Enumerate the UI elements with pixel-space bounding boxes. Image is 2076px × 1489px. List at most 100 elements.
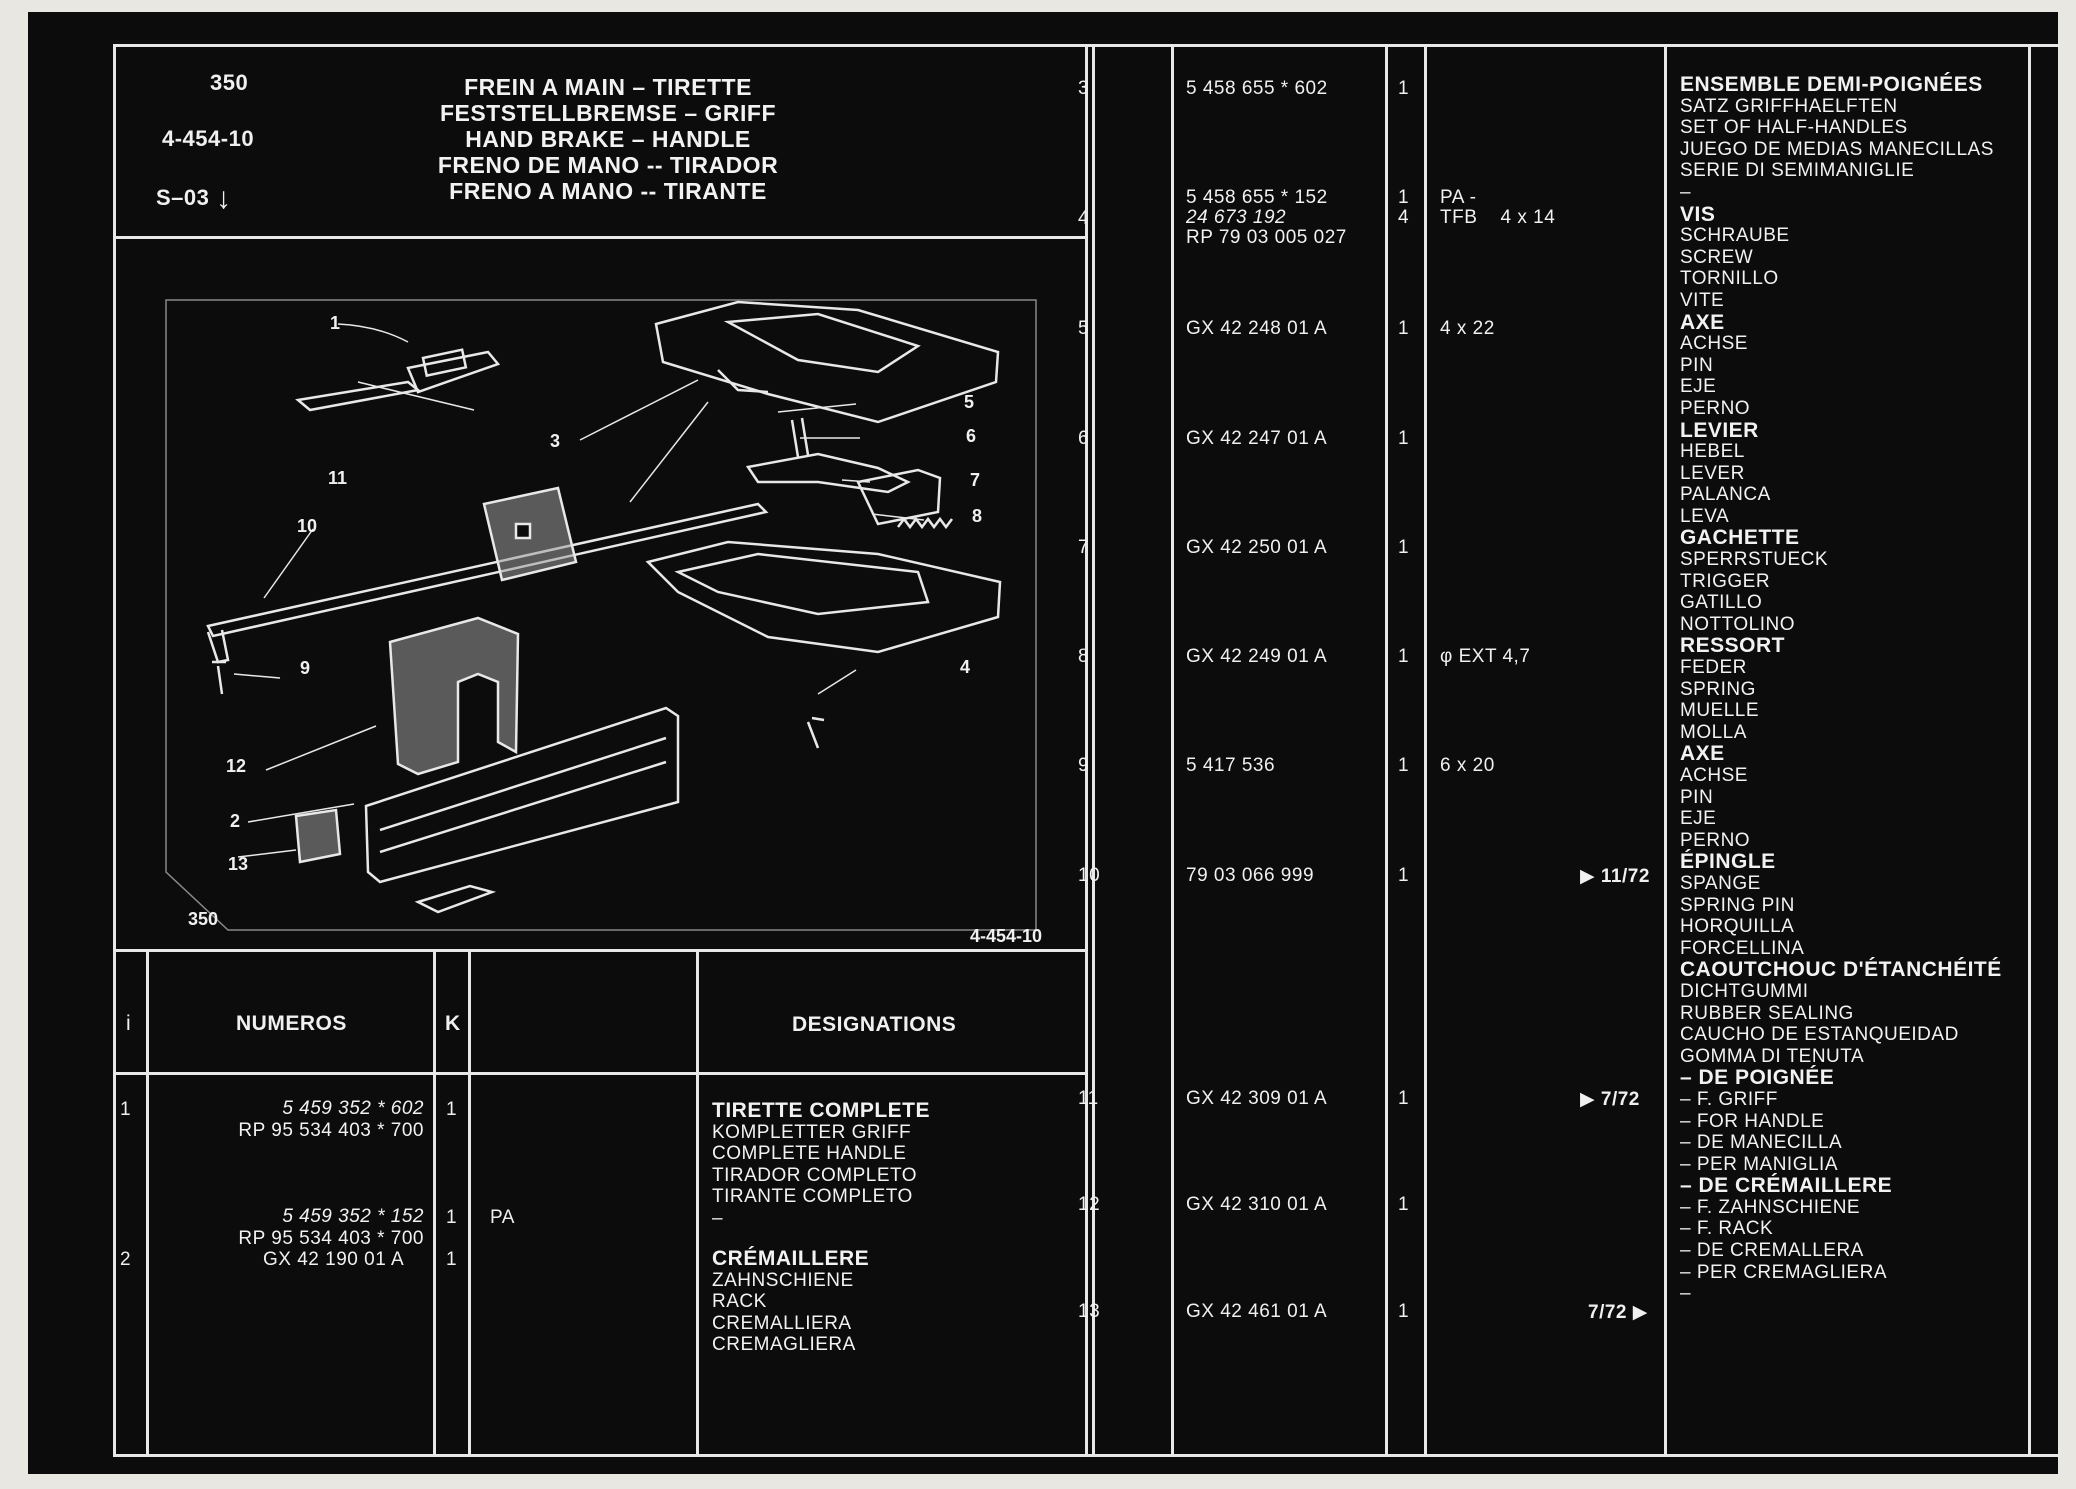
designation-line: CREMAGLIERA [712,1334,856,1355]
right-row-index: 10 [1078,865,1101,886]
designation-line: SET OF HALF-HANDLES [1680,117,1908,139]
center-sep-b [1092,44,1095,1457]
designation-line: NOTTOLINO [1680,613,1795,635]
left-row-2-number: GX 42 190 01 A [263,1249,405,1270]
designation-line: LEVA [1680,505,1730,527]
right-row-qty: 1 [1398,318,1410,339]
rcol-sep-1 [1171,44,1174,1457]
right-row-qty: 1 [1398,428,1410,449]
right-row-qty: 1 [1398,646,1410,667]
designation-line: SPERRSTUECK [1680,549,1829,571]
designation-line: GACHETTE [1680,526,1800,550]
title-en: HAND BRAKE – HANDLE [465,126,751,152]
title-es: FRENO DE MANO -- TIRADOR [437,152,779,178]
right-row-index: 4 [1078,208,1090,229]
right-row-number: 24 673 192 [1186,207,1287,228]
designation-line: LEVIER [1680,418,1759,442]
callout-2: 2 [230,811,240,831]
header-index: i [126,1012,132,1035]
designation-line: PIN [1680,786,1714,808]
divider-table-header [113,1072,1088,1075]
right-row-number: GX 42 309 01 A [1186,1088,1328,1109]
right-row-number: 5 458 655 * 602 [1186,78,1328,99]
title-de: FESTSTELLBREMSE – GRIFF [439,100,777,126]
designation-line: JUEGO DE MEDIAS MANECILLAS [1680,138,1994,160]
right-row-number: 5 458 655 * 152 [1186,187,1328,208]
right-row-4-numbers: 5 458 655 * 152 24 673 192 RP 79 03 005 … [1186,188,1347,248]
right-row-qty: 1 [1398,1194,1410,1215]
designation-line: – DE CREMALLERA [1680,1240,1864,1262]
col-sep-1 [146,949,149,1457]
figure-reference: 4-454-10 [162,126,255,151]
part-3-cover-bottom [645,540,1002,654]
left-row-1b-number-a: 5 459 352 * 152 [282,1206,424,1227]
designation-line: TIRANTE COMPLETO [712,1186,913,1207]
divider-table-top [113,949,1088,952]
frame-left [113,44,116,1457]
designation-line: PALANCA [1680,484,1771,506]
right-row-ref: ▶ 11/72 [1580,866,1650,887]
right-row-index: 3 [1078,78,1090,99]
left-row-1-number-b: RP 95 534 403 * 700 [238,1119,424,1141]
designation-line: PERNO [1680,397,1751,419]
designation-line: SPRING [1680,678,1756,700]
designation-line: MOLLA [1680,721,1747,743]
callout-1: 1 [330,313,340,333]
designation-line: DICHTGUMMI [1680,980,1809,1002]
designation-line: SCREW [1680,246,1754,268]
designation-line: – PER MANIGLIA [1680,1153,1838,1175]
part-3-cover-top [654,300,1000,424]
right-row-index: 9 [1078,755,1090,776]
right-row-qty: 1 [1398,187,1410,208]
left-row-1-index: 1 [120,1099,132,1120]
left-row-2-designations: CRÉMAILLERE ZAHNSCHIENE RACK CREMALLIERA… [712,1248,869,1356]
part-10-rod [206,502,769,638]
col-sep-4 [696,949,699,1457]
designation-line: – F. GRIFF [1680,1088,1778,1110]
designation-line: AXE [1680,310,1725,334]
designation-line: GOMMA DI TENUTA [1680,1045,1865,1067]
designation-line: SERIE DI SEMIMANIGLIE [1680,160,1915,182]
right-row-note: TFB 4 x 14 [1440,207,1556,228]
designation-line: TIRETTE COMPLETE [712,1099,930,1122]
designation-line: FORCELLINA [1680,937,1805,959]
callout-7: 7 [970,470,980,490]
part-1-key [295,380,421,412]
series-code: S–03 ↓ [156,182,232,216]
designation-line: KOMPLETTER GRIFF [712,1121,912,1143]
callout-4: 4 [960,657,970,677]
left-row-1-designations: TIRETTE COMPLETE KOMPLETTER GRIFF COMPLE… [712,1100,930,1229]
left-row-1b-numbers: 5 459 352 * 152 RP 95 534 403 * 700 [154,1206,424,1249]
designation-line: CRÉMAILLERE [712,1247,870,1270]
left-row-1-qty: 1 [446,1099,458,1120]
designation-line: VITE [1680,289,1725,311]
series-label: S–03 [156,185,210,210]
title-it: FRENO A MANO -- TIRANTE [449,178,767,204]
rcol-sep-3 [1424,44,1427,1457]
designation-line: EJE [1680,376,1717,398]
designation-line: RESSORT [1680,634,1786,658]
left-row-2-index: 2 [120,1249,132,1270]
part-9-screw [212,660,226,695]
designation-line: ENSEMBLE DEMI-POIGNÉES [1680,73,1983,96]
designation-line: CAUCHO DE ESTANQUEIDAD [1680,1024,1959,1046]
left-row-1b-note: PA [490,1207,515,1228]
title-fr: FREIN A MAIN – TIRETTE [464,74,752,100]
part-4-screw [806,716,825,749]
designation-line: – [1680,1283,1692,1305]
right-row-qty: 4 [1398,207,1410,228]
designation-line: FEDER [1680,657,1747,679]
right-row-qty: 1 [1398,78,1410,99]
designation-line: – PER CREMAGLIERA [1680,1261,1887,1283]
callout-10: 10 [297,516,317,536]
designation-line: AXE [1680,742,1725,766]
designation-line: SCHRAUBE [1680,225,1790,247]
col-sep-2 [433,949,436,1457]
left-row-1-number-a: 5 459 352 * 602 [282,1098,424,1119]
title-block: FREIN A MAIN – TIRETTE FESTSTELLBREMSE –… [408,74,808,204]
callout-3: 3 [550,431,560,451]
designation-line: – F. RACK [1680,1218,1774,1240]
center-sep-a [1085,44,1088,1457]
right-row-index: 13 [1078,1301,1101,1322]
